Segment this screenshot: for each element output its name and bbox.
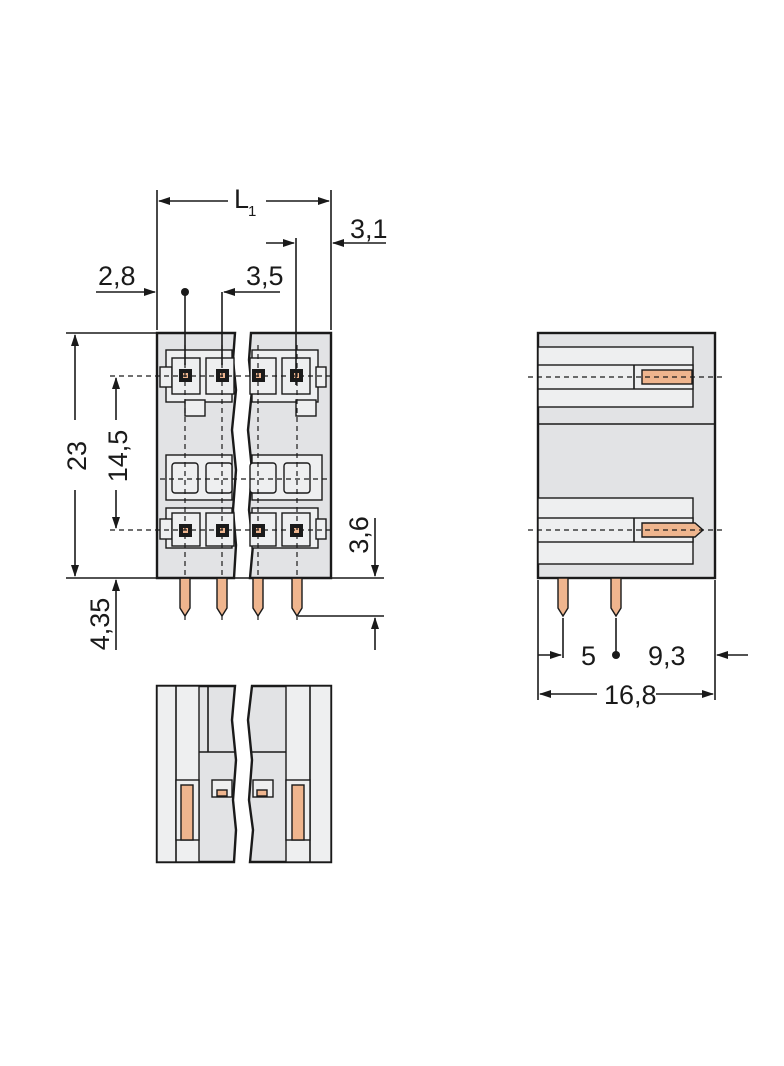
pin-offset-side-label: 5 (581, 641, 596, 671)
end-offset-label: 3,1 (350, 214, 388, 244)
pitch-label: 3,5 (246, 261, 284, 291)
middle-windows (165, 454, 323, 501)
bottom-pin-right (291, 784, 305, 841)
dimension-labels: L 1 3,1 2,8 3,5 23 14,5 4,35 3,6 5 9,3 1… (62, 184, 686, 710)
bottom-pin-left (180, 784, 194, 841)
length-subscript: 1 (248, 203, 256, 220)
side-pin-2 (610, 577, 622, 618)
front-pins (179, 577, 303, 618)
dimension-lines (66, 190, 748, 700)
pin-length-label: 4,35 (85, 598, 115, 651)
height-label: 23 (62, 441, 92, 471)
front-hidden-lines (110, 345, 330, 620)
bottom-view (155, 684, 333, 864)
side-view (528, 331, 725, 618)
row-spacing-label: 14,5 (103, 430, 133, 483)
front-view (110, 331, 333, 620)
side-pin-1 (557, 577, 569, 618)
length-label: L (234, 184, 249, 214)
first-pin-offset-label: 2,8 (98, 261, 136, 291)
depth-rest-label: 9,3 (648, 641, 686, 671)
pin-edge-distance-label: 3,6 (344, 516, 374, 554)
depth-total-label: 16,8 (604, 680, 657, 710)
